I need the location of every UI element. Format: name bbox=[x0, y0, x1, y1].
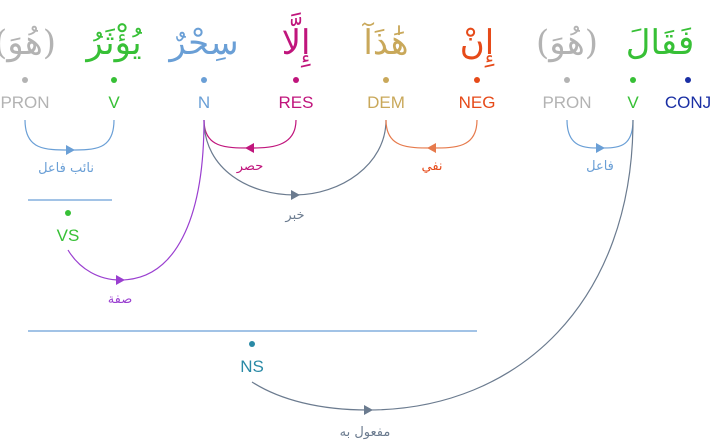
relation-label: حصر bbox=[236, 159, 263, 174]
word-text: يُؤْثَرُ bbox=[84, 23, 142, 63]
pos-tag: PRON bbox=[542, 93, 591, 112]
word-w3: سِحْرٌ N bbox=[167, 23, 238, 112]
relation-arc bbox=[566, 119, 634, 149]
arrow-head-icon bbox=[364, 405, 373, 415]
phrase-ns: NS bbox=[28, 330, 477, 376]
relation-r4: نفي bbox=[385, 119, 478, 174]
relation-arc bbox=[203, 119, 387, 196]
relation-label: صفة bbox=[108, 292, 133, 307]
word-dot bbox=[685, 77, 691, 83]
phrase-dot bbox=[249, 341, 255, 347]
relation-r3: خبر bbox=[203, 119, 387, 223]
word-dot bbox=[564, 77, 570, 83]
word-text: إِنْ bbox=[460, 23, 495, 68]
word-w9: CONJ bbox=[665, 77, 711, 112]
relation-label: نائب فاعل bbox=[38, 161, 94, 176]
pos-tag: N bbox=[198, 93, 210, 112]
pos-tag: RES bbox=[279, 93, 314, 112]
phrase-vs: VS bbox=[28, 199, 112, 245]
relation-r1: نائب فاعل bbox=[24, 119, 115, 176]
pos-tag: CONJ bbox=[665, 93, 711, 112]
word-w1: (هُوَ) PRON bbox=[0, 23, 56, 112]
relation-r5: فاعل bbox=[566, 119, 634, 174]
relation-arc bbox=[203, 119, 297, 149]
word-dot bbox=[383, 77, 389, 83]
arrow-head-icon bbox=[596, 143, 605, 153]
word-dot bbox=[201, 77, 207, 83]
pos-tag: DEM bbox=[367, 93, 405, 112]
relation-r7: مفعول به bbox=[251, 119, 634, 440]
word-w4: إِلَّا RES bbox=[279, 12, 314, 112]
word-dot bbox=[22, 77, 28, 83]
arrow-head-icon bbox=[427, 143, 436, 153]
relation-arc bbox=[251, 119, 634, 411]
word-text: إِلَّا bbox=[282, 12, 312, 69]
word-dot bbox=[111, 77, 117, 83]
word-w5: هَٰذَآ DEM bbox=[361, 22, 408, 112]
word-w2: يُؤْثَرُ V bbox=[84, 23, 142, 112]
phrase-tag: VS bbox=[57, 226, 80, 245]
relation-arc bbox=[67, 119, 205, 281]
relation-arc bbox=[385, 119, 478, 149]
relation-label: نفي bbox=[421, 159, 442, 174]
word-text: فَقَالَ bbox=[626, 23, 695, 63]
word-dot bbox=[474, 77, 480, 83]
pos-tag: V bbox=[627, 93, 639, 112]
arrow-head-icon bbox=[291, 190, 300, 200]
relation-r2: حصر bbox=[203, 119, 297, 174]
word-text: هَٰذَآ bbox=[361, 22, 408, 63]
pos-tag: PRON bbox=[0, 93, 49, 112]
relation-label: مفعول به bbox=[340, 425, 391, 440]
relation-arc bbox=[24, 119, 115, 151]
word-text: (هُوَ) bbox=[536, 23, 598, 63]
word-w7: (هُوَ) PRON bbox=[536, 23, 598, 112]
word-text: سِحْرٌ bbox=[167, 23, 238, 63]
word-text: (هُوَ) bbox=[0, 23, 56, 63]
pos-tag: V bbox=[108, 93, 120, 112]
relation-r6: صفة bbox=[67, 119, 205, 307]
word-w6: إِنْ NEG bbox=[459, 23, 496, 112]
arrow-head-icon bbox=[66, 145, 75, 155]
phrase-dot bbox=[65, 210, 71, 216]
pos-tag: NEG bbox=[459, 93, 496, 112]
word-w8: فَقَالَ V bbox=[626, 23, 695, 112]
relation-label: خبر bbox=[284, 208, 304, 223]
arrow-head-icon bbox=[245, 143, 254, 153]
word-dot bbox=[293, 77, 299, 83]
phrase-tag: NS bbox=[240, 357, 264, 376]
word-dot bbox=[630, 77, 636, 83]
relation-label: فاعل bbox=[586, 159, 614, 174]
arrow-head-icon bbox=[116, 275, 125, 285]
